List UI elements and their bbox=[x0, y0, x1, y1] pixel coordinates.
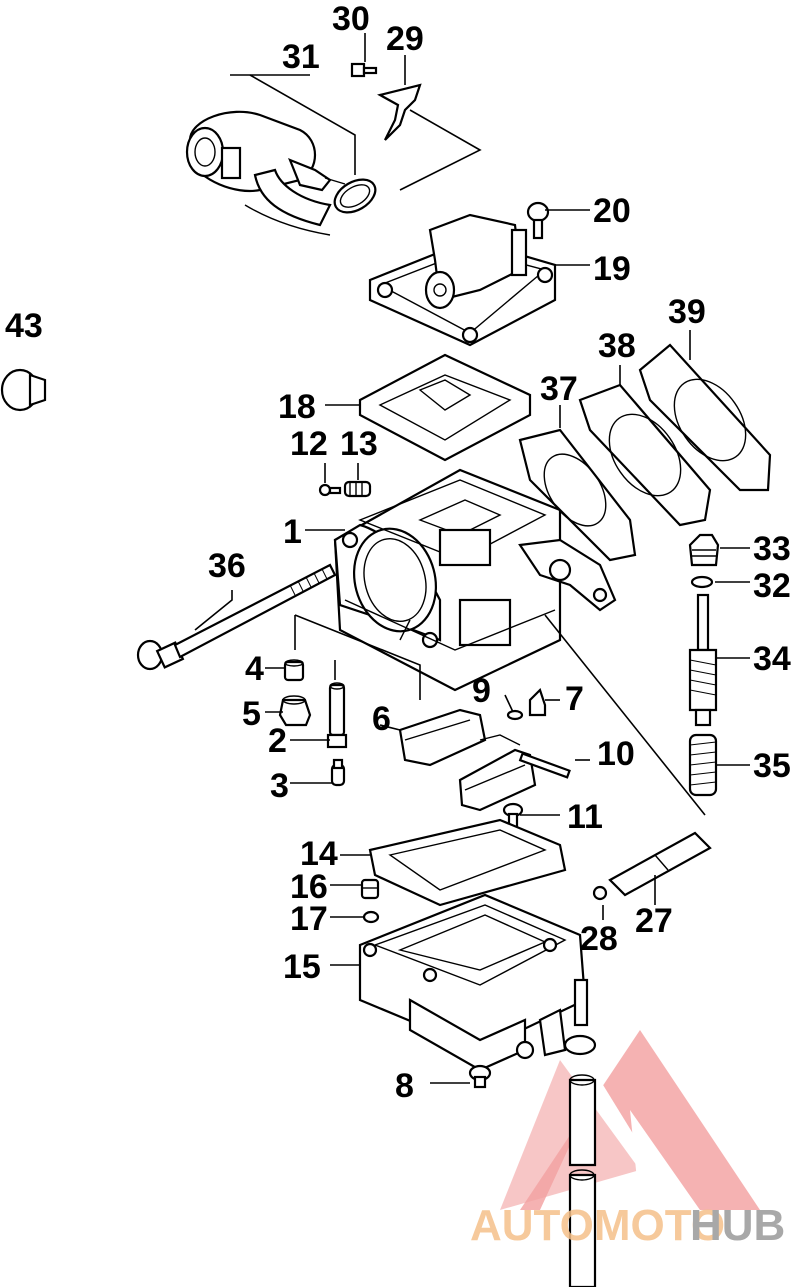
callout-9: 9 bbox=[472, 672, 491, 710]
part-15-float-bowl bbox=[358, 893, 589, 1072]
callout-5: 5 bbox=[242, 695, 261, 733]
part-18-gasket bbox=[358, 353, 532, 462]
part-33-cap bbox=[688, 533, 720, 567]
leader-lines bbox=[194, 33, 750, 1084]
part-35-spring bbox=[688, 733, 718, 797]
callout-30: 30 bbox=[332, 0, 370, 38]
callout-43: 43 bbox=[5, 307, 43, 345]
callout-32: 32 bbox=[753, 567, 791, 605]
part-1-carburetor-body bbox=[333, 468, 617, 692]
part-34-needle bbox=[688, 593, 718, 727]
part-17-o-ring bbox=[362, 910, 380, 924]
part-19-cover bbox=[368, 213, 557, 347]
part-43-plug bbox=[0, 368, 47, 412]
watermark-text: AUTOMOTO HUB bbox=[470, 1201, 785, 1250]
part-36-bolt bbox=[136, 563, 337, 671]
part-5-jet bbox=[278, 695, 312, 727]
callout-31: 31 bbox=[282, 38, 320, 76]
callout-12: 12 bbox=[290, 425, 328, 463]
callout-27: 27 bbox=[635, 902, 673, 940]
part-30-screw bbox=[350, 62, 378, 78]
part-10-pin bbox=[518, 752, 571, 779]
part-2-nozzle bbox=[326, 682, 348, 749]
part-4-jet bbox=[283, 659, 305, 682]
part-27-hose bbox=[608, 831, 712, 897]
callout-39: 39 bbox=[668, 293, 706, 331]
part-6-float bbox=[398, 708, 537, 812]
callout-14: 14 bbox=[300, 835, 338, 873]
callout-6: 6 bbox=[372, 700, 391, 738]
callout-10: 10 bbox=[597, 735, 635, 773]
part-11-screw bbox=[502, 802, 524, 830]
part-37-gasket bbox=[518, 428, 637, 562]
callout-13: 13 bbox=[340, 425, 378, 463]
part-9-clip bbox=[506, 709, 524, 721]
part-3-jet bbox=[330, 758, 346, 787]
o-ring bbox=[333, 178, 377, 214]
part-13-spring bbox=[343, 480, 372, 498]
callout-20: 20 bbox=[593, 192, 631, 230]
callout-19: 19 bbox=[593, 250, 631, 288]
part-32-clip bbox=[690, 575, 714, 589]
callout-17: 17 bbox=[290, 900, 328, 938]
callout-2: 2 bbox=[268, 722, 287, 760]
part-7-needle-valve bbox=[528, 687, 547, 717]
callout-3: 3 bbox=[270, 767, 289, 805]
callout-labels: 30 29 31 20 19 43 39 38 37 18 12 13 1 33… bbox=[5, 0, 791, 1105]
part-12-screw bbox=[318, 483, 342, 497]
part-8-screw bbox=[468, 1064, 492, 1089]
watermark-hub: HUB bbox=[690, 1201, 785, 1250]
part-14-gasket bbox=[368, 818, 567, 907]
watermark-automoto: AUTOMOTO bbox=[470, 1201, 725, 1250]
part-16-plug bbox=[360, 878, 380, 900]
part-29-clip bbox=[377, 83, 422, 141]
part-39-gasket bbox=[638, 343, 772, 492]
callout-36: 36 bbox=[208, 547, 246, 585]
callout-8: 8 bbox=[395, 1067, 414, 1105]
callout-11: 11 bbox=[567, 798, 603, 836]
callout-7: 7 bbox=[565, 680, 584, 718]
callout-38: 38 bbox=[598, 327, 636, 365]
callout-33: 33 bbox=[753, 530, 791, 568]
lower-hose bbox=[563, 1034, 597, 1287]
part-31-intake-elbow bbox=[185, 110, 346, 236]
callout-16: 16 bbox=[290, 868, 328, 906]
callout-15: 15 bbox=[283, 948, 321, 986]
callout-34: 34 bbox=[753, 640, 791, 678]
callout-18: 18 bbox=[278, 388, 316, 426]
callout-4: 4 bbox=[245, 650, 264, 688]
part-20-screw bbox=[526, 201, 550, 240]
watermark-logo bbox=[500, 1030, 760, 1210]
callout-35: 35 bbox=[753, 747, 791, 785]
callout-1: 1 bbox=[283, 513, 302, 551]
callout-37: 37 bbox=[540, 370, 578, 408]
part-28-clip bbox=[592, 885, 608, 901]
callout-29: 29 bbox=[386, 20, 424, 58]
callout-28: 28 bbox=[580, 920, 618, 958]
